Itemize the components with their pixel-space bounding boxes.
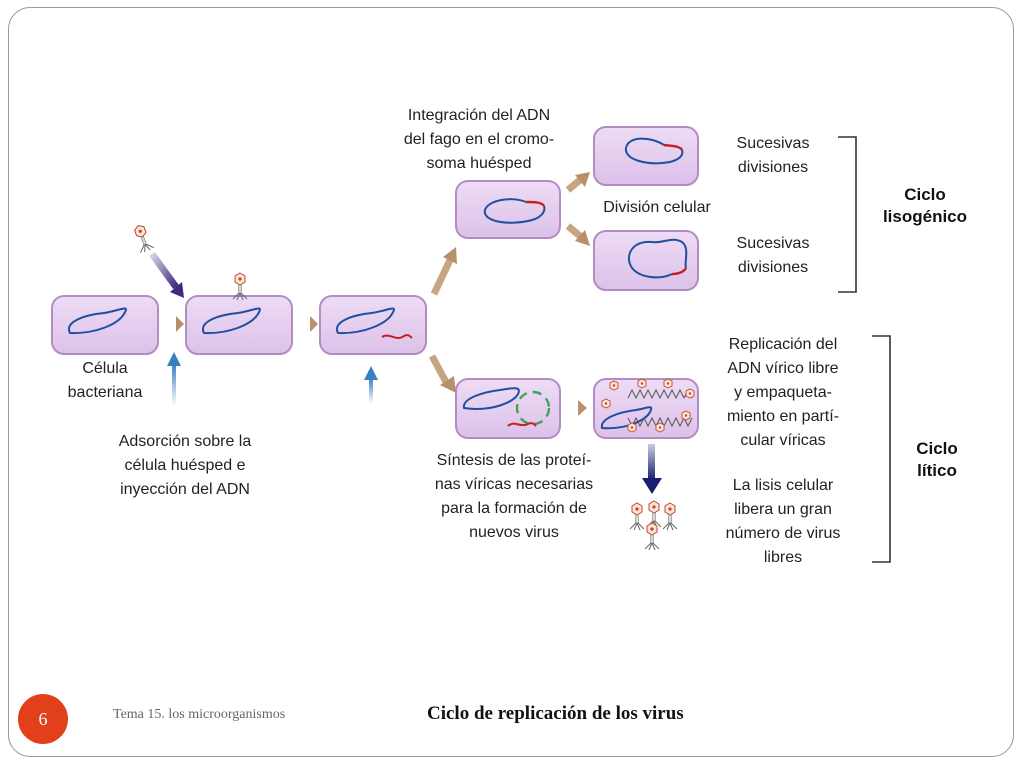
arrow-replication xyxy=(566,400,587,416)
host-dna xyxy=(201,307,261,335)
arrow-division-top xyxy=(565,172,590,193)
free-phage xyxy=(131,222,155,254)
cell-3 xyxy=(319,295,427,355)
label-division: División celular xyxy=(603,199,711,216)
cell-synthesis xyxy=(455,378,561,439)
slide-title: Ciclo de replicación de los virus xyxy=(427,703,684,724)
arrow-adsorption xyxy=(149,251,184,298)
integrated-dna xyxy=(483,198,546,224)
host-dna xyxy=(462,387,520,410)
bracket-lysogenic xyxy=(838,136,857,293)
cell-integration xyxy=(455,180,561,239)
viral-protein-capsid xyxy=(515,390,551,426)
host-dna xyxy=(335,307,395,335)
phage-cluster xyxy=(627,388,693,428)
arrow-step-2 xyxy=(298,316,318,332)
footer-topic: Tema 15. los microorganismos xyxy=(113,707,286,722)
label-synthesis: Síntesis de las proteí-nas víricas neces… xyxy=(434,452,594,541)
slide-number-badge: 6 xyxy=(18,694,68,744)
arrow-to-lytic xyxy=(428,354,456,393)
viral-dna xyxy=(507,422,537,427)
prophage-segment xyxy=(525,200,546,207)
viral-dna xyxy=(381,334,413,339)
cell-2 xyxy=(185,272,293,355)
integrated-dna xyxy=(627,238,688,279)
cell-division-top xyxy=(593,126,699,186)
arrow-to-lysogenic xyxy=(430,247,457,296)
arrow-injection-2 xyxy=(364,366,378,404)
integrated-dna xyxy=(624,137,684,165)
cell-division-bottom xyxy=(593,230,699,291)
arrow-lysis-release xyxy=(642,444,662,494)
arrow-injection-1 xyxy=(167,352,181,406)
arrow-step-1 xyxy=(164,316,184,332)
released-phages xyxy=(629,500,678,551)
prophage-segment xyxy=(663,143,684,151)
cell-lysis xyxy=(593,378,699,439)
prophage-segment xyxy=(671,267,688,276)
cell-1 xyxy=(51,295,159,355)
arrow-division-bottom xyxy=(565,223,590,246)
host-dna xyxy=(67,307,127,335)
bracket-lytic xyxy=(872,335,891,563)
